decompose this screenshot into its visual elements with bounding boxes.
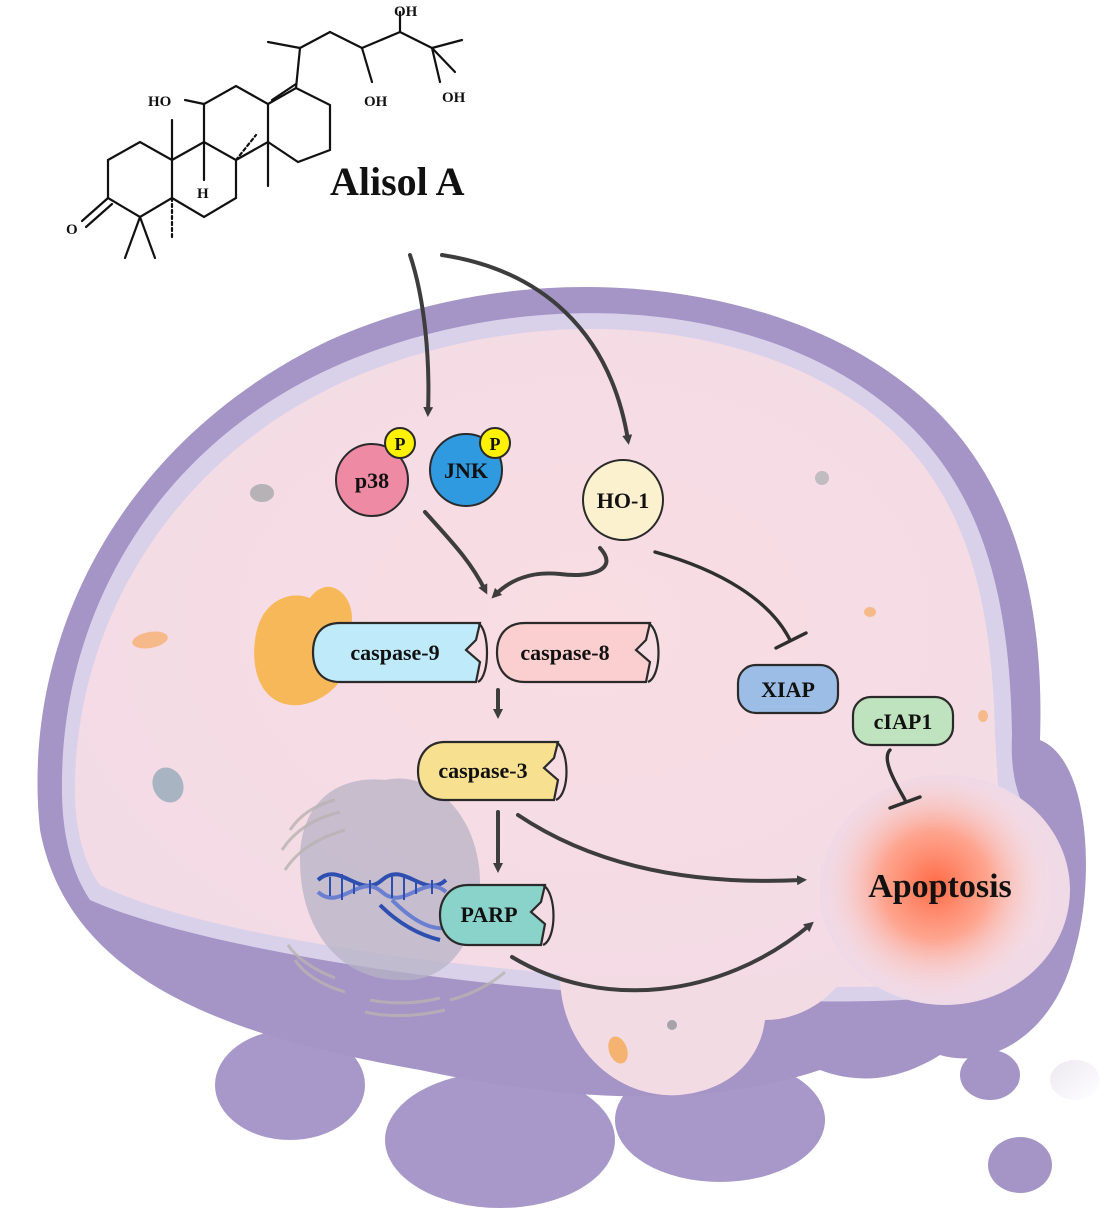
parp-label: PARP	[460, 902, 517, 927]
endoplasmic-reticulum	[280, 798, 506, 1018]
caspase-3-label: caspase-3	[438, 758, 527, 783]
atom-ho: HO	[148, 94, 171, 110]
apoptosis-glow	[815, 765, 1055, 1005]
ciap1-label: cIAP1	[874, 709, 933, 734]
ho1-label: HO-1	[597, 488, 650, 513]
atom-oh-middle: OH	[364, 94, 388, 110]
jnk-node: JNK P	[429, 427, 511, 507]
apoptosis-label: Apoptosis	[868, 868, 1012, 905]
p38-phospho-label: P	[395, 434, 406, 454]
jnk-label: JNK	[444, 458, 488, 483]
atom-oxygen: O	[66, 222, 78, 238]
dna-helix	[316, 872, 448, 942]
atom-oh-top: OH	[394, 4, 418, 20]
caspase-8-node: caspase-8	[495, 621, 660, 684]
pathway-arrows	[408, 253, 814, 993]
alisol-a-structure: OH OH OH HO H O Alisol A	[66, 4, 466, 260]
cell-bump-center	[385, 1072, 615, 1208]
apoptotic-body-2	[1050, 1060, 1100, 1100]
p38-node: p38 P	[335, 427, 416, 517]
cell	[37, 286, 1100, 1208]
jnk-phospho-badge	[479, 427, 511, 459]
p38-phospho-badge	[384, 427, 416, 459]
parp-node: PARP	[438, 883, 555, 947]
atom-h: H	[197, 186, 209, 202]
p38-label: p38	[355, 468, 389, 493]
ho1-node: HO-1	[582, 459, 664, 541]
nucleus	[300, 778, 480, 981]
caspase-9-node: caspase-9	[311, 621, 488, 684]
caspase-8-label: caspase-8	[520, 640, 609, 665]
ciap1-node: cIAP1	[851, 695, 955, 747]
apoptotic-body-3	[988, 1137, 1052, 1193]
jnk-phospho-label: P	[490, 434, 501, 454]
apoptotic-bleb-bottom	[560, 975, 845, 1096]
inhibition-lines	[653, 550, 922, 810]
xiap-node: XIAP	[736, 663, 840, 715]
caspase-3-node: caspase-3	[416, 740, 568, 802]
xiap-label: XIAP	[761, 677, 815, 702]
apoptotic-body-1	[960, 1050, 1020, 1100]
atom-oh-right: OH	[442, 90, 466, 106]
vesicles	[132, 471, 988, 1064]
caspase-9-label: caspase-9	[350, 640, 439, 665]
compound-name: Alisol A	[330, 159, 465, 204]
cell-bump-left	[215, 1030, 365, 1140]
